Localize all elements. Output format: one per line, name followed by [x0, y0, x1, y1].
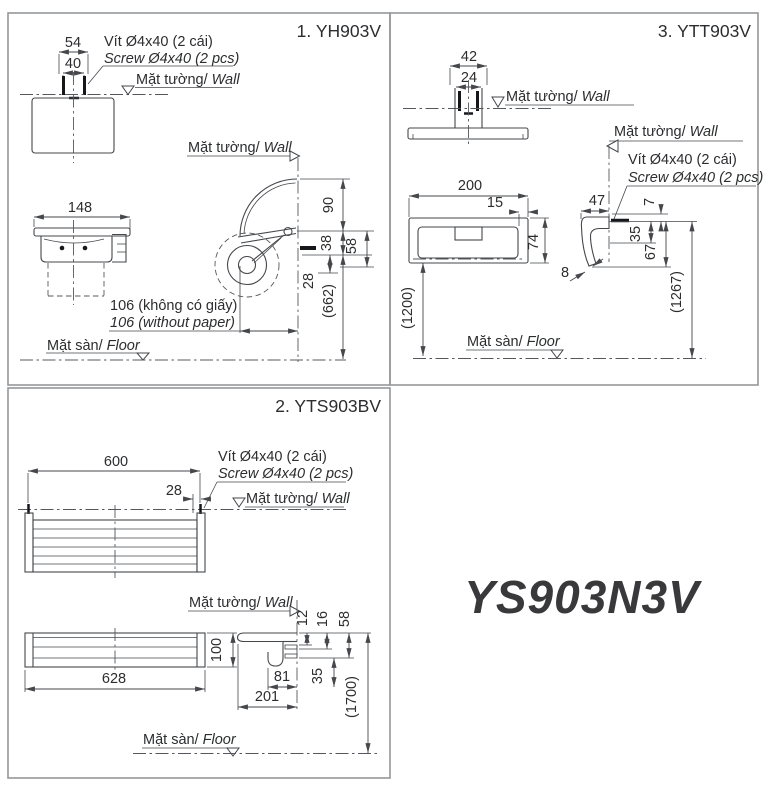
- ytt903v-front-view: 200 15 74 (1200): [400, 178, 549, 356]
- yh903v-top-view: 54 40 Mặt tường/Wall Vít Ø4x40 (2 cái) S…: [20, 34, 240, 163]
- dim-74: 74: [526, 234, 542, 250]
- shelf-post-left: [24, 512, 34, 573]
- ytt903v-side-view: Mặt tường/Wall Vít Ø4x40 (2 cái) Screw Ø…: [561, 124, 763, 358]
- paper-roll: [226, 244, 268, 286]
- wall-datum-icon: [289, 605, 301, 617]
- panel3-title: 3. YTT903V: [658, 21, 751, 41]
- dim-15: 15: [487, 195, 503, 211]
- hook-base-plate: [407, 127, 529, 140]
- floor-label: Mặt sàn/Floor: [47, 338, 141, 354]
- yts903bv-floor: Mặt sàn/Floor: [133, 732, 378, 757]
- wall-datum-icon: [491, 96, 505, 108]
- dim-600: 600: [104, 454, 128, 470]
- dim-42: 42: [461, 49, 477, 65]
- screw-note-vi: Vít Ø4x40 (2 cái): [104, 34, 213, 50]
- dim-35: 35: [310, 668, 326, 684]
- panel2-border: [7, 387, 391, 779]
- screw-note-vi: Vít Ø4x40 (2 cái): [218, 449, 327, 465]
- panel-ytt903v: 3. YTT903V 42 24 Mặt tường/Wall 200: [389, 12, 763, 386]
- wall-datum-icon: [605, 139, 619, 153]
- yh903v-front-view: 148: [33, 200, 131, 305]
- yts903bv-side-view: Mặt tường/Wall 12 16 58 35 81 201: [188, 595, 371, 753]
- yts903bv-top-view: 600 28 Vít Ø4x40 (2 cái) Screw Ø4x40 (2 …: [18, 449, 353, 578]
- screw-note-en: Screw Ø4x40 (2 pcs): [104, 51, 239, 67]
- dim-1700: (1700): [344, 676, 360, 718]
- dim-67: 67: [643, 244, 659, 260]
- dim-28: 28: [166, 483, 182, 499]
- floor-label: Mặt sàn/Floor: [467, 334, 561, 350]
- floor-datum-icon: [226, 747, 240, 757]
- wall-label: Mặt tường/Wall: [136, 72, 240, 88]
- hook-front-recess: [417, 226, 519, 259]
- dim-58: 58: [337, 611, 353, 627]
- dim-8: 8: [561, 265, 569, 281]
- hook-front-body: [408, 217, 529, 264]
- dim-1267: (1267): [669, 271, 685, 313]
- note-106-vi: 106 (không có giấy): [110, 298, 237, 314]
- dim-47: 47: [589, 193, 605, 209]
- floor-label: Mặt sàn/Floor: [143, 732, 237, 748]
- rail-section: [284, 653, 298, 659]
- dim-200: 200: [458, 178, 482, 194]
- panel-yts903bv: 2. YTS903BV 600 28 Vít Ø4x40 (2 cái) Scr…: [7, 387, 391, 779]
- paper-roll-max: [214, 232, 280, 298]
- shelf-side-profile: [236, 632, 297, 667]
- panel-yh903v: 1. YH903V 54 40 Mặt tường/Wall Vít Ø4x40…: [7, 12, 391, 386]
- holder-hook: [112, 233, 127, 263]
- lid-open-arc: [239, 178, 298, 237]
- hook-front-tab: [454, 226, 483, 241]
- dim-24: 24: [461, 70, 477, 86]
- shelf-post-right: [196, 512, 206, 573]
- panel2-title: 2. YTS903BV: [275, 396, 381, 416]
- ytt903v-top-view: 42 24 Mặt tường/Wall: [403, 49, 634, 146]
- wall-datum-icon: [232, 497, 246, 508]
- screw-note-en: Screw Ø4x40 (2 pcs): [628, 170, 763, 186]
- wall-label: Mặt tường/Wall: [614, 124, 718, 140]
- floor-datum-icon: [550, 349, 564, 359]
- wall-label: Mặt tường/Wall: [246, 491, 350, 507]
- screw-note-vi: Vít Ø4x40 (2 cái): [628, 152, 737, 168]
- dim-16: 16: [315, 611, 331, 627]
- product-code: YS903N3V: [464, 571, 702, 623]
- rail-section: [284, 644, 298, 650]
- dim-201: 201: [255, 689, 279, 705]
- dim-58: 58: [344, 238, 360, 254]
- wall-label: Mặt tường/Wall: [188, 140, 292, 156]
- wall-label: Mặt tường/Wall: [189, 595, 293, 611]
- screw-note-en: Screw Ø4x40 (2 pcs): [218, 466, 353, 482]
- dim-662: (662): [321, 284, 337, 318]
- dim-28: 28: [301, 273, 317, 289]
- note-106-en: 106 (without paper): [110, 315, 235, 331]
- dim-12: 12: [295, 610, 311, 626]
- dim-54: 54: [65, 35, 81, 51]
- hook-profile: [580, 216, 610, 267]
- dim-38: 38: [319, 235, 335, 251]
- yh903v-floor: Mặt sàn/Floor: [20, 338, 346, 361]
- dim-1200: (1200): [400, 287, 416, 329]
- dim-40: 40: [65, 56, 81, 72]
- wall-label: Mặt tường/Wall: [506, 89, 610, 105]
- holder-plate: [33, 227, 131, 237]
- yts903bv-front-view: 100 628: [24, 628, 237, 692]
- dim-100: 100: [209, 638, 225, 662]
- dim-628: 628: [102, 671, 126, 687]
- yh903v-side-view: Mặt tường/Wall 90 38: [109, 140, 374, 362]
- floor-datum-icon: [135, 352, 151, 361]
- bracket-body: [31, 97, 115, 154]
- panel3-border: [389, 12, 759, 386]
- dim-7: 7: [642, 198, 658, 206]
- dim-90: 90: [321, 197, 337, 213]
- dim-148: 148: [68, 200, 92, 216]
- panel1-title: 1. YH903V: [297, 21, 382, 41]
- wall-datum-icon: [289, 150, 301, 162]
- ytt903v-floor: Mặt sàn/Floor: [413, 334, 706, 359]
- wall-datum-icon: [121, 85, 135, 96]
- dim-35: 35: [628, 226, 644, 242]
- shelf-deck: [32, 519, 198, 573]
- dim-81: 81: [274, 669, 290, 685]
- holder-flap: [40, 236, 113, 263]
